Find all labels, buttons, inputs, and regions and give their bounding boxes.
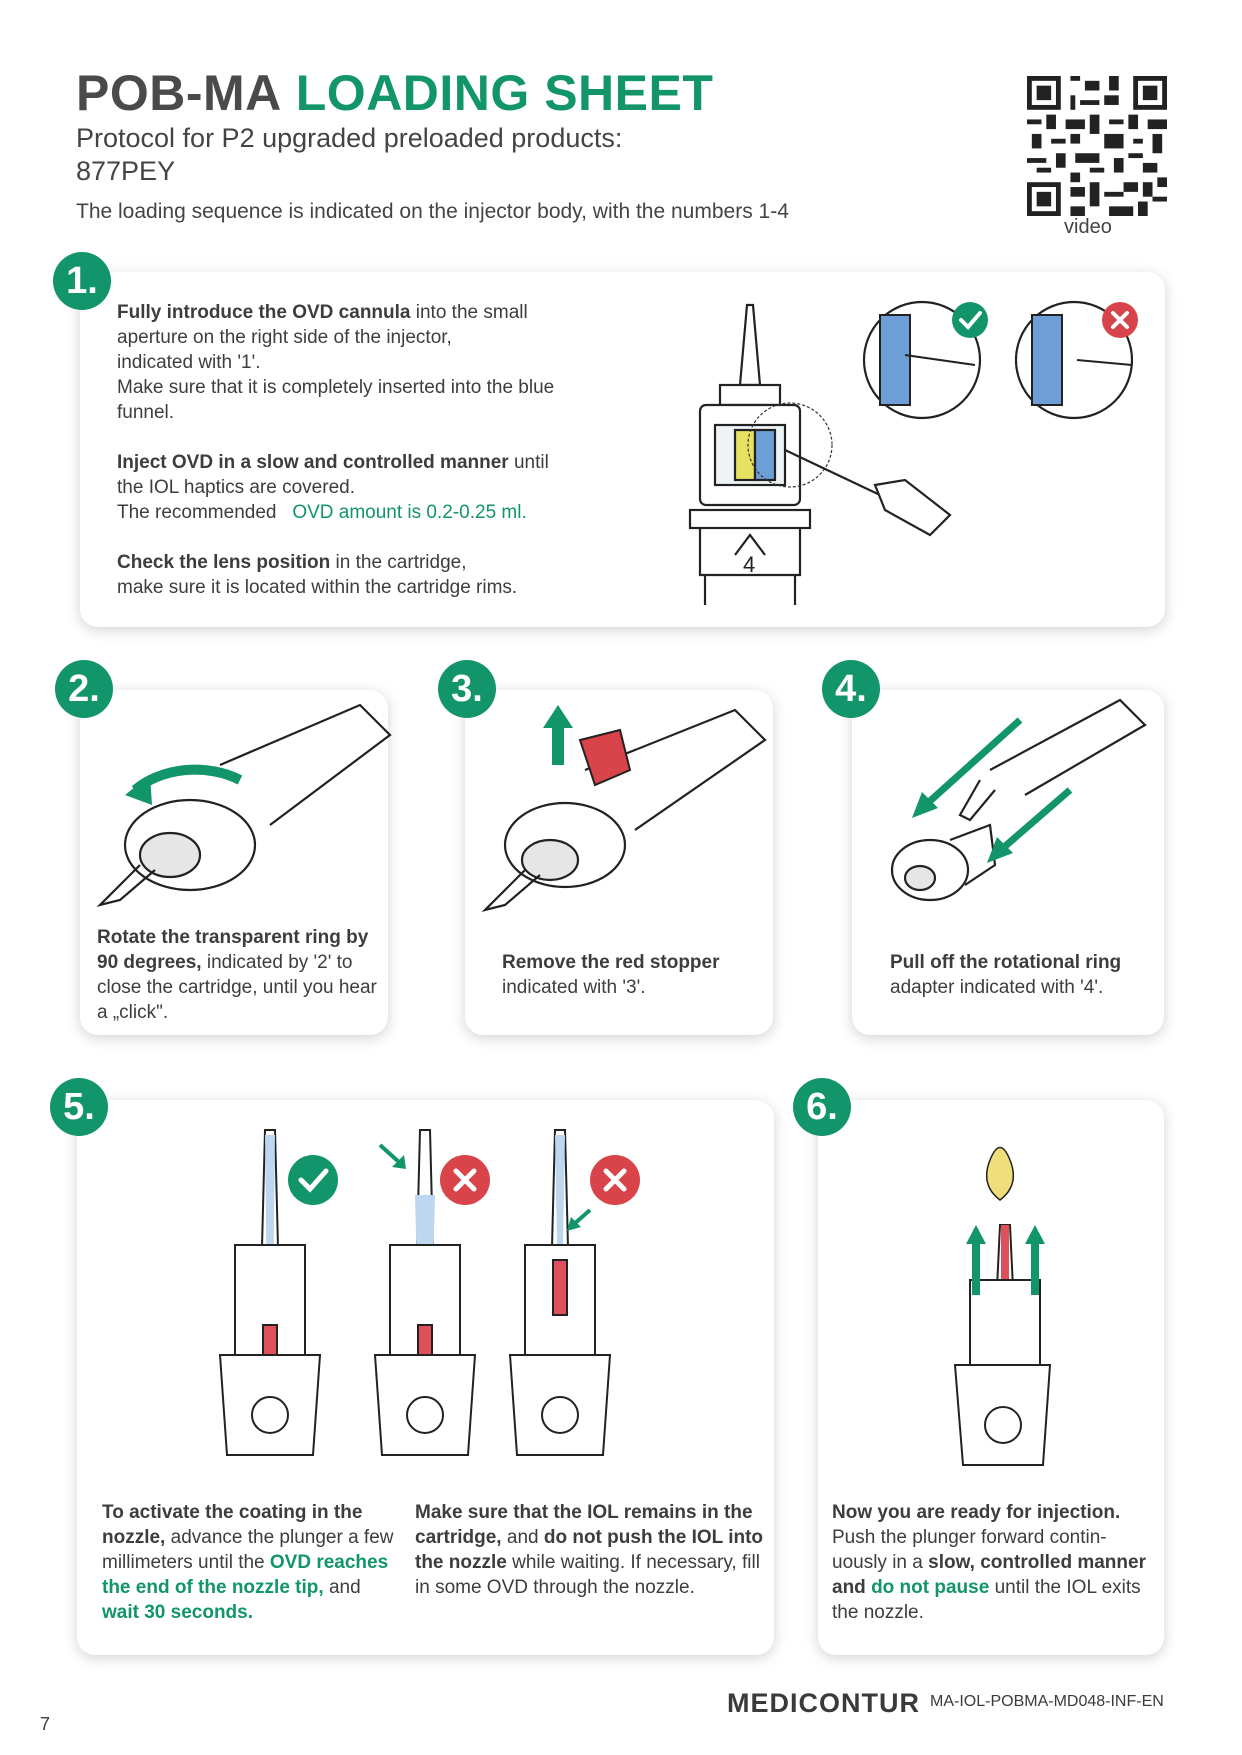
step1-p1-d: Make sure that it is completely inserted… — [117, 377, 555, 398]
step2-text: Rotate the transparent ring by 90 degree… — [97, 925, 382, 1025]
step3-badge: 3. — [438, 660, 496, 718]
subtitle: Protocol for P2 upgraded preloaded produ… — [76, 122, 622, 188]
step5-text-col1: To activate the coating in the nozzle, a… — [102, 1500, 397, 1625]
step5-c2-e: If necessary, fill in some OVD through t… — [415, 1552, 760, 1598]
step1-p3-b: make sure it is located within the cartr… — [117, 577, 518, 598]
step1-p1-b: aperture on the right side of the inject… — [117, 327, 452, 348]
subtitle-line1: Protocol for P2 upgraded preloaded produ… — [76, 123, 623, 153]
step1-p2-a: until — [513, 452, 549, 473]
step1-p1-bold: Fully introduce the OVD cannula — [117, 302, 411, 323]
correct-check-icon — [952, 302, 988, 338]
step5-c2-b: and — [506, 1527, 539, 1548]
step5-c1-green1: OVD reaches the end of the nozzle tip, — [102, 1552, 389, 1598]
title-sheet: LOADING SHEET — [295, 65, 714, 121]
step1-p3-a: in the cartridge, — [335, 552, 467, 573]
step5-c2-a: Make sure that the IOL remains in the ca… — [415, 1502, 753, 1548]
step3-red-stopper-illustration — [481, 705, 767, 913]
step1-badge: 1. — [53, 252, 111, 310]
step4-bold: Pull off the rotational ring — [890, 952, 1122, 973]
step6-green: do not pause — [871, 1577, 990, 1598]
step6-injection-illustration — [953, 1146, 1052, 1466]
document-id: MA-IOL-POBMA-MD048-INF-EN — [930, 1693, 1164, 1710]
step3-bold: Remove the red stopper — [502, 952, 720, 973]
title-product: POB-MA — [76, 65, 282, 121]
step5-c1-c: and — [328, 1577, 361, 1598]
step6-c: and — [832, 1577, 866, 1598]
step5-illustration-wrong-1 — [373, 1129, 490, 1456]
step3-up-arrow-icon — [552, 725, 564, 765]
step2-rotate-ring-illustration — [96, 703, 392, 908]
qr-label: video — [1064, 216, 1112, 238]
step1-ovd-amount: OVD amount is 0.2-0.25 ml. — [292, 502, 527, 523]
step5-text-col2: Make sure that the IOL remains in the ca… — [415, 1500, 767, 1600]
brand-logo: MEDICONTUR — [727, 1688, 920, 1718]
subtitle-line2: 877PEY — [76, 156, 176, 186]
step1-p2-c: The recommended — [117, 502, 277, 523]
step5-check-icon — [288, 1155, 338, 1205]
step1-p2-b: the IOL haptics are covered. — [117, 477, 355, 498]
step4-badge: 4. — [822, 660, 880, 718]
step5-illustration-correct — [218, 1129, 338, 1456]
step6-up-arrow-icon — [972, 1240, 980, 1295]
step6-b: slow, controlled manner — [928, 1552, 1146, 1573]
step1-p1-a: into the small — [415, 302, 528, 323]
step1-p1-c: indicated with '1'. — [117, 352, 261, 373]
step3-text: Remove the red stopper indicated with '3… — [502, 950, 762, 1000]
step4-rest: adapter indicated with '4'. — [890, 977, 1104, 998]
step1-injector-illustration: 4 — [688, 303, 952, 605]
step6-a: Push the plunger forward contin-uously i… — [832, 1527, 1107, 1573]
step5-c2-c: do not push the IOL into the nozzle — [415, 1527, 764, 1573]
step1-incorrect-zoom — [1014, 300, 1138, 420]
red-stopper-icon — [578, 728, 632, 787]
step1-text: Fully introduce the OVD cannula into the… — [117, 300, 637, 600]
step4-text: Pull off the rotational ring adapter ind… — [890, 950, 1150, 1000]
step2-bold: Rotate the transparent ring by 90 degree… — [97, 927, 369, 973]
step5-c1-a: To activate the coating in the nozzle, — [102, 1502, 363, 1548]
step1-p2-bold: Inject OVD in a slow and controlled mann… — [117, 452, 509, 473]
step1-correct-zoom — [862, 300, 988, 420]
qr-code-icon[interactable] — [1027, 76, 1167, 216]
step1-body-label: 4 — [743, 552, 755, 577]
iol-lens-icon — [985, 1146, 1015, 1201]
step1-p3-bold: Check the lens position — [117, 552, 331, 573]
step2-rest: indicated by '2' to close the cartridge,… — [97, 952, 377, 1023]
step2-badge: 2. — [55, 660, 113, 718]
step4-pull-arrow-icon — [917, 717, 1023, 813]
step5-illustration-wrong-2 — [508, 1129, 640, 1456]
step3-rest: indicated with '3'. — [502, 977, 646, 998]
step1-card — [80, 272, 1165, 627]
step6-text: Now you are ready for injection. Push th… — [832, 1500, 1152, 1625]
step6-d: until the IOL exits the nozzle. — [832, 1577, 1141, 1623]
step5-c1-b: advance the plunger a few millimeters un… — [102, 1527, 394, 1573]
step1-p1-e: funnel. — [117, 402, 175, 423]
page-number: 7 — [40, 1714, 51, 1734]
step4-pull-off-adapter-illustration — [890, 698, 1147, 902]
step5-c2-d: while waiting. — [512, 1552, 626, 1573]
step5-badge: 5. — [50, 1078, 108, 1136]
step6-badge: 6. — [793, 1078, 851, 1136]
step5-c1-green2: wait 30 seconds. — [102, 1602, 254, 1623]
step6-bold: Now you are ready for injection. — [832, 1502, 1121, 1523]
sequence-note: The loading sequence is indicated on the… — [76, 200, 789, 223]
